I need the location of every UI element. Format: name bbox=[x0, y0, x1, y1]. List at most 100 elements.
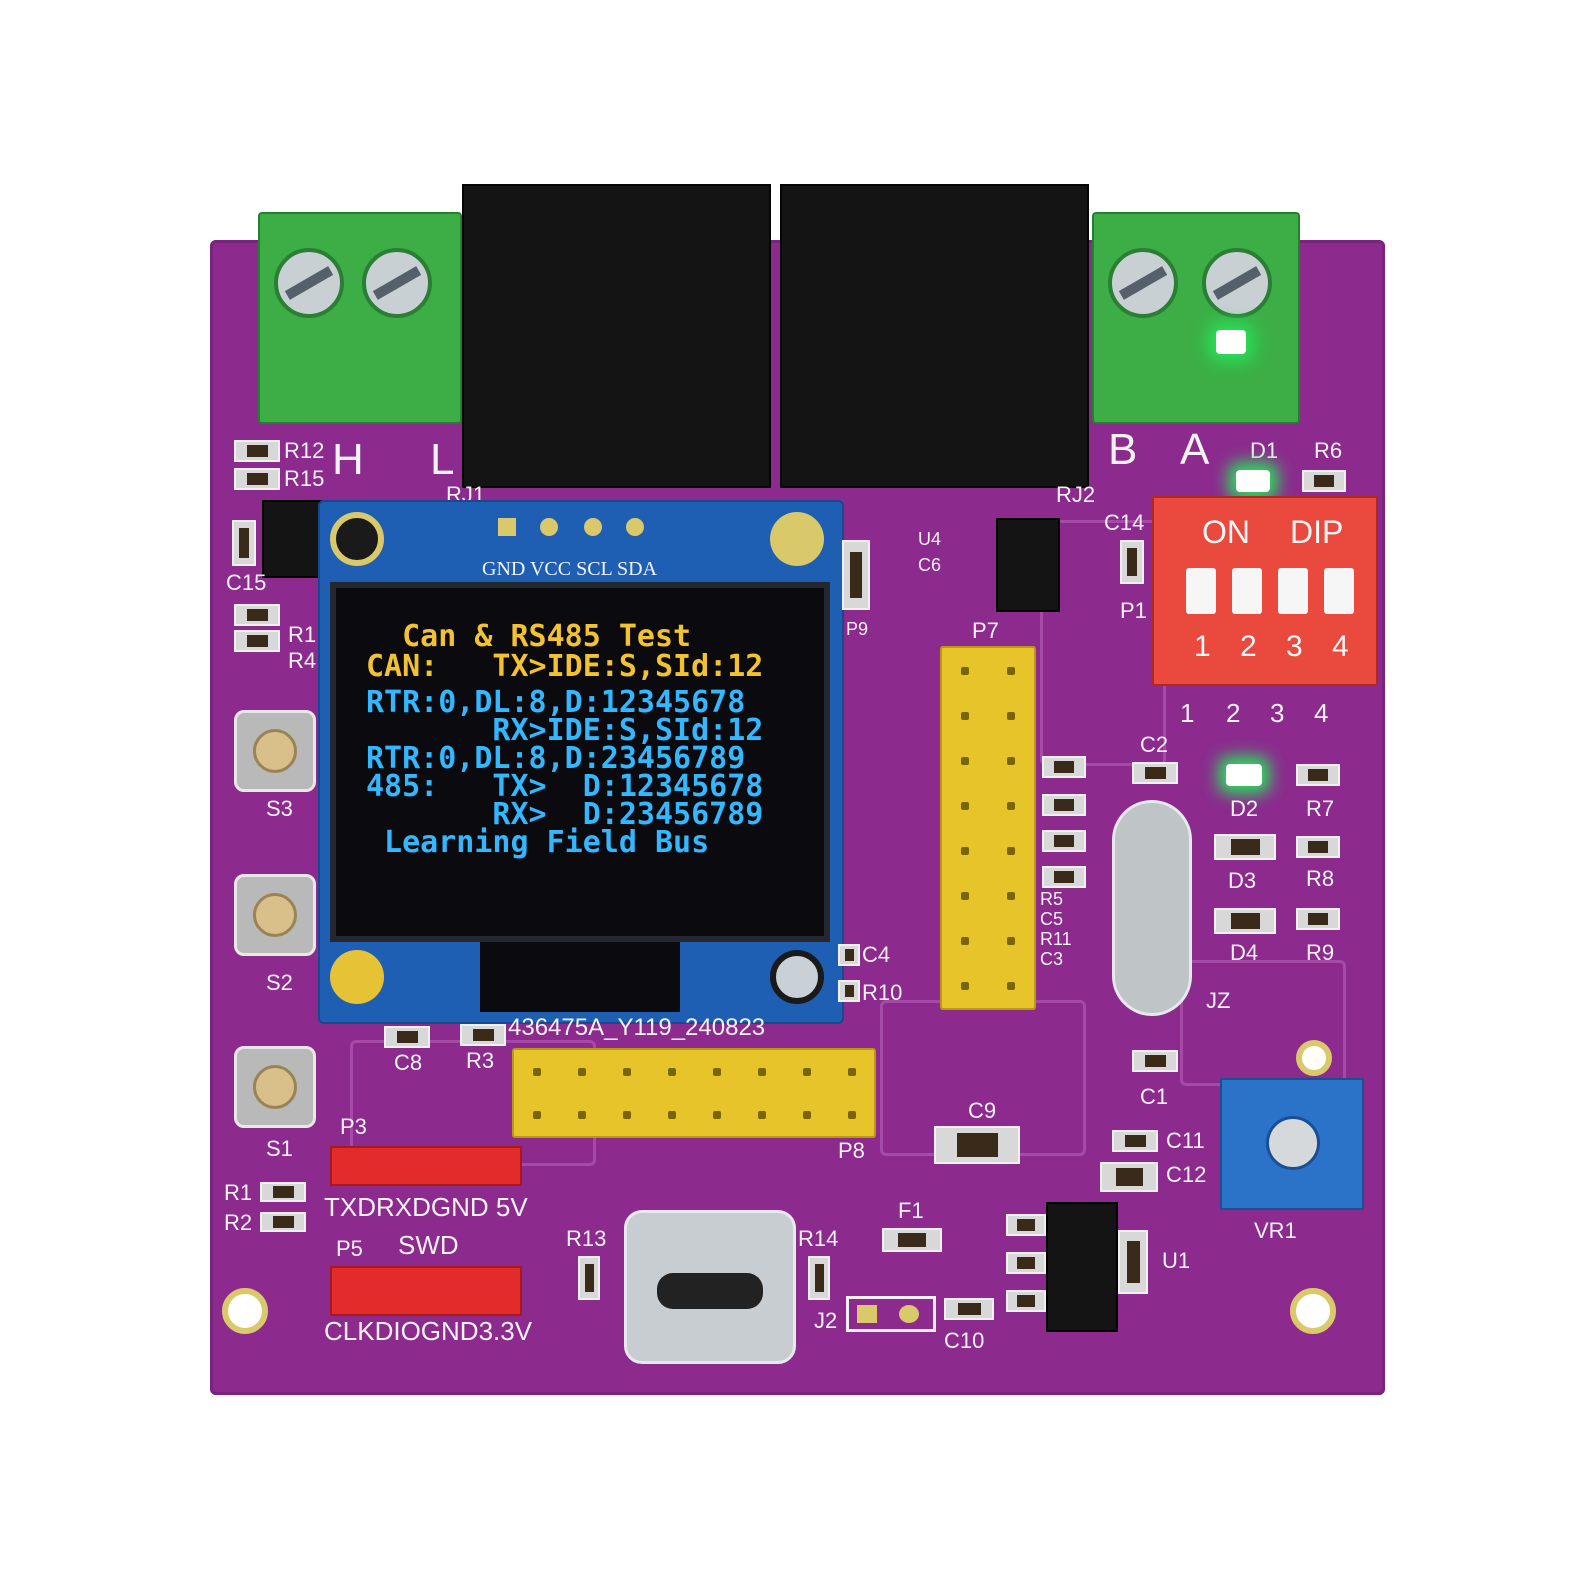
ref-r6: R6 bbox=[1314, 438, 1343, 463]
ref-r10: R10 bbox=[862, 980, 903, 1005]
p5-pin-labels: CLKDIOGND3.3V bbox=[324, 1316, 533, 1346]
ref-c2: C2 bbox=[1140, 732, 1169, 757]
resistor bbox=[1042, 756, 1086, 778]
ref-c10: C10 bbox=[944, 1328, 985, 1353]
ref-c8: C8 bbox=[394, 1050, 423, 1075]
board-dip-number-3: 3 bbox=[1270, 698, 1285, 728]
oled-line-1: Can & RS485 Test bbox=[366, 619, 692, 654]
dip-toggle-4[interactable] bbox=[1324, 568, 1354, 614]
oled-hole bbox=[770, 950, 824, 1004]
dip-number-2: 2 bbox=[1240, 630, 1257, 663]
oled-pin bbox=[584, 518, 602, 536]
header-pin bbox=[961, 936, 969, 945]
ref-r4: R4 bbox=[288, 648, 317, 673]
ref-r9: R9 bbox=[1306, 940, 1335, 965]
resistor-r13 bbox=[578, 1256, 600, 1300]
resistor-r1x bbox=[234, 604, 280, 626]
resistor bbox=[1042, 866, 1086, 888]
jumper-pin bbox=[899, 1305, 919, 1323]
dip-label: DIP bbox=[1290, 514, 1344, 550]
resistor-r3 bbox=[460, 1024, 506, 1046]
resistor-r1 bbox=[260, 1182, 306, 1202]
ref-p8: P8 bbox=[838, 1138, 865, 1163]
header-pin bbox=[802, 1110, 811, 1119]
push-button-s3[interactable] bbox=[234, 710, 316, 792]
resistor-r4 bbox=[234, 630, 280, 652]
capacitor-c11 bbox=[1112, 1130, 1158, 1152]
oled-pin bbox=[498, 518, 516, 536]
dip-switch: ON DIP 1 2 3 4 bbox=[1152, 496, 1378, 686]
header-pin bbox=[1007, 801, 1015, 810]
header-pin bbox=[1007, 891, 1015, 900]
swd-label: SWD bbox=[398, 1230, 459, 1260]
crystal-jz bbox=[1112, 800, 1192, 1016]
header-pin bbox=[667, 1110, 676, 1119]
usb-c-connector[interactable] bbox=[624, 1210, 796, 1364]
rj-connector-2 bbox=[780, 184, 1089, 488]
screw-icon bbox=[1108, 248, 1178, 318]
resistor-r9 bbox=[1296, 908, 1340, 930]
header-pin bbox=[961, 711, 969, 720]
ref-u1: U1 bbox=[1162, 1248, 1191, 1273]
ref-p9: P9 bbox=[846, 619, 869, 639]
header-pin bbox=[757, 1067, 766, 1076]
chip-rs485-transceiver bbox=[996, 518, 1060, 612]
potentiometer-vr1[interactable] bbox=[1220, 1078, 1364, 1210]
terminal-label-l: L bbox=[430, 435, 455, 484]
capacitor-c1 bbox=[1132, 1050, 1178, 1072]
capacitor-c9 bbox=[934, 1126, 1020, 1164]
header-pin bbox=[1007, 981, 1015, 990]
dip-toggle-2[interactable] bbox=[1232, 568, 1262, 614]
ref-c11: C11 bbox=[1166, 1128, 1205, 1153]
led-d2 bbox=[1226, 764, 1262, 786]
component-p9 bbox=[842, 540, 870, 610]
ref-r5: R5 bbox=[1040, 889, 1064, 909]
ref-c4: C4 bbox=[862, 942, 891, 967]
dip-toggle-3[interactable] bbox=[1278, 568, 1308, 614]
oled-pin-row bbox=[492, 516, 652, 542]
ref-c14: C14 bbox=[1104, 510, 1145, 535]
header-pin bbox=[622, 1067, 631, 1076]
mounting-hole bbox=[1296, 1040, 1332, 1076]
header-pin bbox=[961, 756, 969, 765]
regulator-pin bbox=[1006, 1214, 1046, 1236]
resistor-r10 bbox=[838, 980, 860, 1002]
oled-line-2: CAN: TX>IDE:S,SId:12 bbox=[366, 649, 764, 684]
push-button-s1[interactable] bbox=[234, 1046, 316, 1128]
ref-c1: C1 bbox=[1140, 1084, 1169, 1109]
oled-flex-cable bbox=[480, 942, 680, 1012]
jumper-j2[interactable] bbox=[846, 1296, 936, 1332]
board-dip-number-4: 4 bbox=[1314, 698, 1329, 728]
ref-r2: R2 bbox=[224, 1210, 253, 1235]
capacitor-c14 bbox=[1120, 540, 1144, 584]
dip-number-1: 1 bbox=[1194, 630, 1211, 663]
led-d3 bbox=[1214, 834, 1276, 860]
ref-jz: JZ bbox=[1206, 988, 1231, 1013]
oled-hole bbox=[330, 950, 384, 1004]
mounting-hole bbox=[1290, 1288, 1336, 1334]
ref-f1: F1 bbox=[898, 1198, 924, 1223]
ref-r14: R14 bbox=[798, 1226, 839, 1251]
regulator-pin bbox=[1006, 1252, 1046, 1274]
ref-d4: D4 bbox=[1230, 940, 1259, 965]
dip-toggle-1[interactable] bbox=[1186, 568, 1216, 614]
ref-c9: C9 bbox=[968, 1098, 997, 1123]
ref-r3: R3 bbox=[466, 1048, 495, 1073]
ref-d1: D1 bbox=[1250, 438, 1279, 463]
terminal-glow bbox=[1216, 330, 1246, 354]
header-pin bbox=[667, 1067, 676, 1076]
push-button-s2[interactable] bbox=[234, 874, 316, 956]
capacitor-c12 bbox=[1100, 1162, 1158, 1192]
oled-line-5: RTR:0,DL:8,D:23456789 bbox=[366, 741, 746, 776]
oled-pin bbox=[540, 518, 558, 536]
header-pin bbox=[532, 1110, 541, 1119]
ref-d2: D2 bbox=[1230, 796, 1259, 821]
oled-line-7: RX> D:23456789 bbox=[366, 797, 764, 832]
ref-r13: R13 bbox=[566, 1226, 607, 1251]
pot-knob-icon[interactable] bbox=[1266, 1116, 1320, 1170]
oled-line-8: Learning Field Bus bbox=[366, 825, 710, 860]
part-number: 436475A_Y119_240823 bbox=[508, 1014, 766, 1041]
terminal-block-can bbox=[258, 212, 462, 424]
oled-pin bbox=[626, 518, 644, 536]
rj-connector-1 bbox=[462, 184, 771, 488]
